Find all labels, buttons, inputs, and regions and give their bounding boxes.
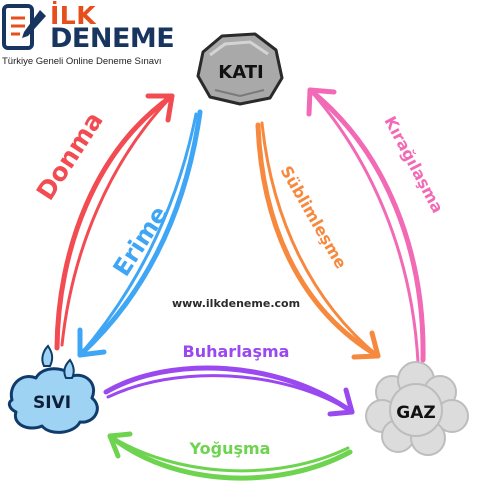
document-pencil-icon xyxy=(2,4,46,50)
liquid-label: SIVI xyxy=(33,393,71,413)
freezing-label: Donma xyxy=(31,107,109,206)
sublimation-arrow xyxy=(255,121,381,360)
evaporation-arrow xyxy=(103,365,355,417)
gas-cloud: GAZ xyxy=(365,361,469,456)
website-link[interactable]: www.ilkdeneme.com xyxy=(171,297,301,310)
melting-arrow xyxy=(77,109,203,358)
solid-rock: KATI xyxy=(196,32,284,106)
evaporation-label: Buharlaşma xyxy=(183,342,290,361)
liquid-splash: SIVI xyxy=(7,344,99,434)
gas-label: GAZ xyxy=(396,403,435,423)
freezing-arrow xyxy=(54,93,175,351)
deposition-arrow xyxy=(306,87,426,364)
brand-name-bottom: DENEME xyxy=(50,23,175,54)
brand-tagline: Türkiye Geneli Online Deneme Sınavı xyxy=(2,56,162,67)
condensation-label: Yoğuşma xyxy=(189,439,271,458)
condensation-arrow xyxy=(107,431,353,481)
solid-label: KATI xyxy=(218,62,263,83)
brand-name-top: İLK xyxy=(50,1,97,30)
